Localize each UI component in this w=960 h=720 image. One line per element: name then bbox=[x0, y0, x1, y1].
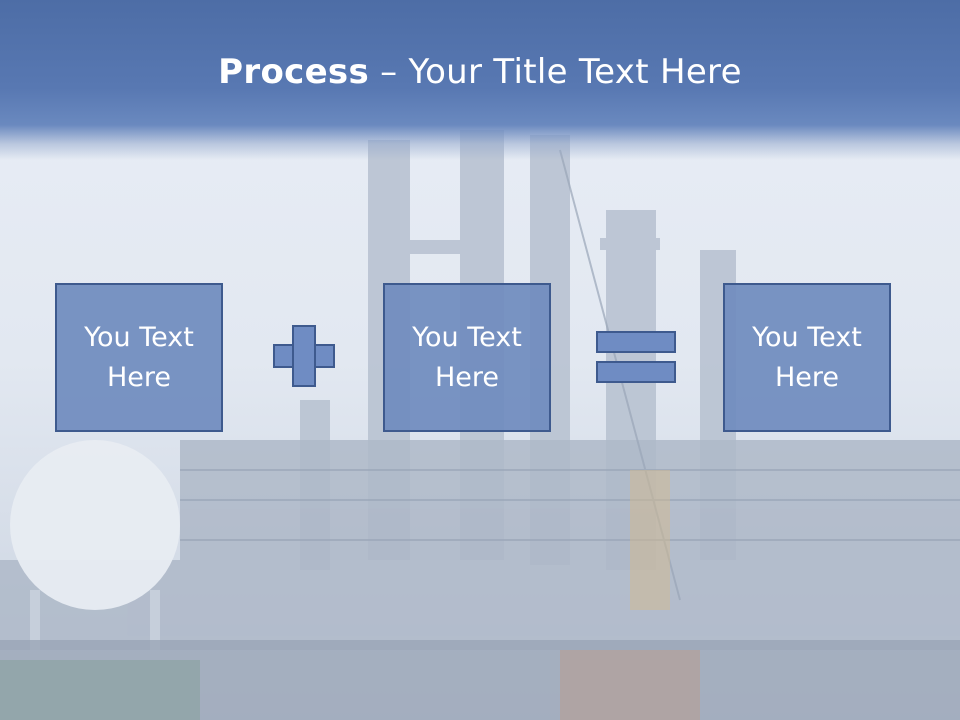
text-box-3[interactable]: You Text Here bbox=[723, 283, 891, 432]
title-banner bbox=[0, 0, 960, 160]
text-box-2[interactable]: You Text Here bbox=[383, 283, 551, 432]
title-rest: – Your Title Text Here bbox=[369, 52, 742, 92]
text-box-1-label: You Text Here bbox=[84, 321, 194, 393]
plus-icon bbox=[273, 325, 335, 387]
text-box-1[interactable]: You Text Here bbox=[55, 283, 223, 432]
text-box-3-label: You Text Here bbox=[752, 321, 862, 393]
title-bold: Process bbox=[218, 52, 370, 92]
slide-title: Process – Your Title Text Here bbox=[0, 52, 960, 92]
text-box-2-label: You Text Here bbox=[412, 321, 522, 393]
equals-icon bbox=[596, 331, 676, 383]
